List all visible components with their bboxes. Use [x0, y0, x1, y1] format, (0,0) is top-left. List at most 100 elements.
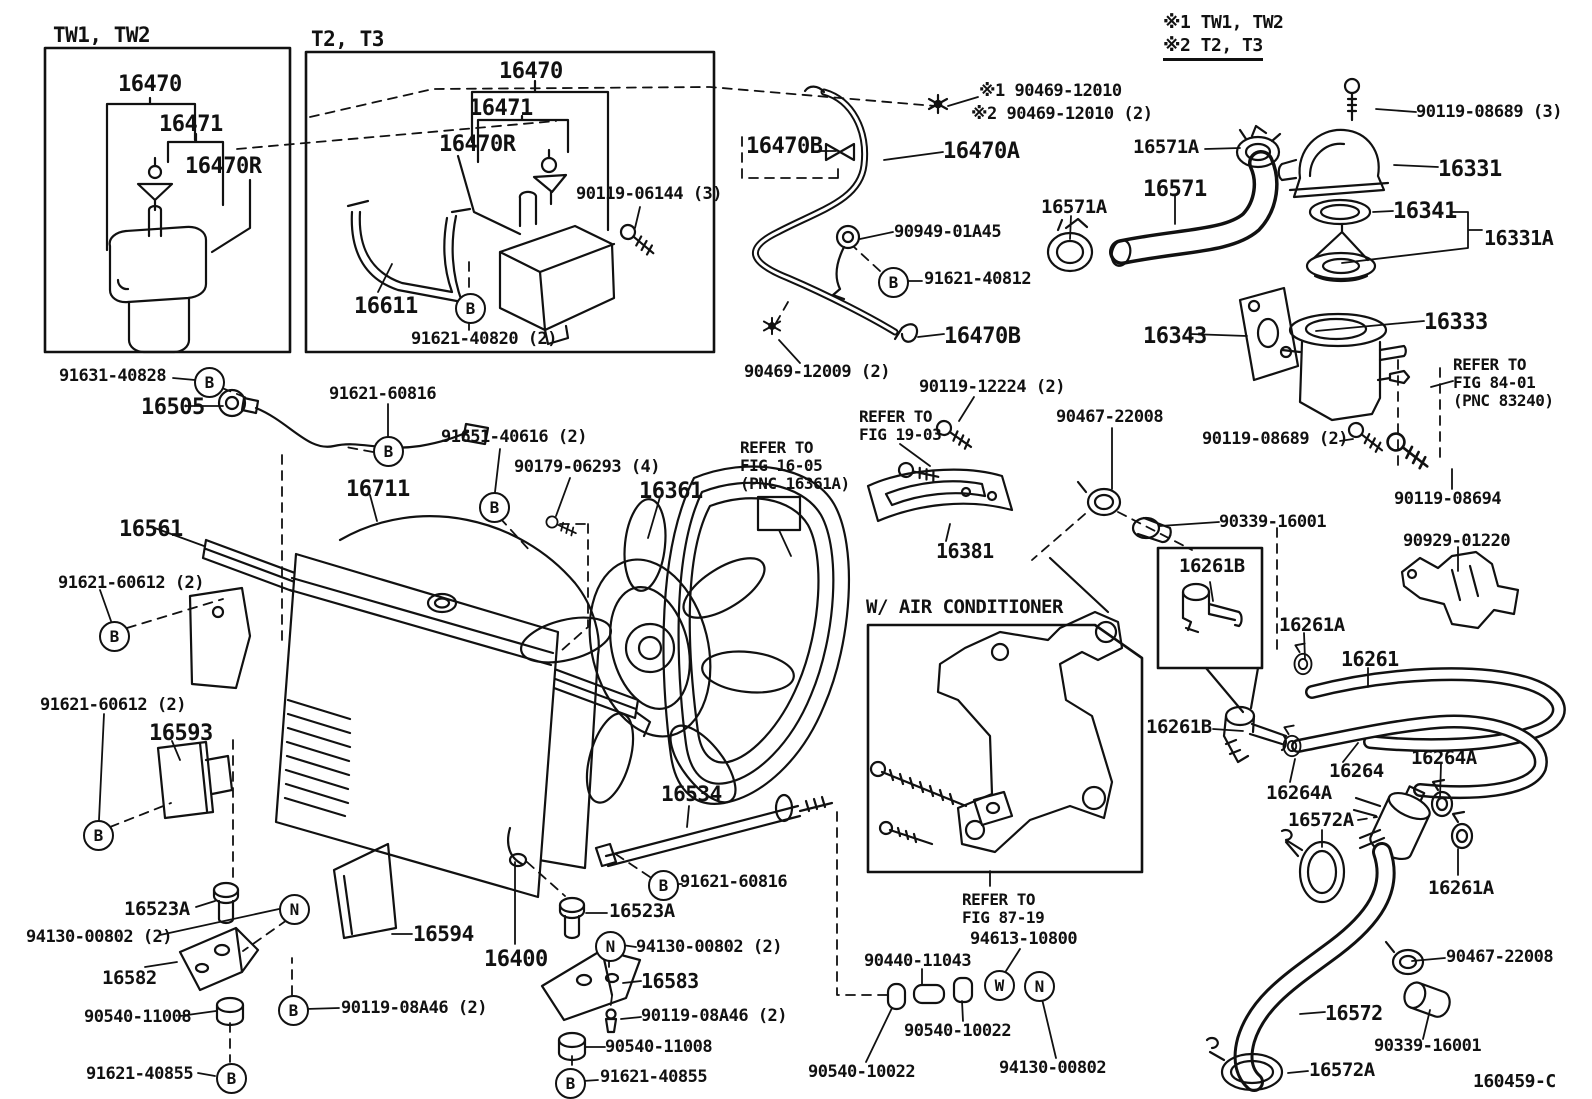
refer-8401: REFER TO FIG 84-01 (PNC 83240) — [1453, 355, 1554, 410]
p-90929-01220: 90929-01220 — [1403, 531, 1511, 551]
callout-circle-n-11: N — [595, 931, 626, 962]
box2-16470R: 16470R — [439, 132, 516, 157]
box2-16471: 16471 — [469, 96, 533, 121]
callout-circle-b-12: B — [555, 1068, 586, 1099]
p-90467-22008-b: 90467-22008 — [1446, 947, 1554, 967]
p-16523A-l: 16523A — [124, 898, 190, 920]
p-90119-08A46-a: 90119-08A46 (2) — [341, 998, 488, 1018]
p-16331: 16331 — [1438, 157, 1502, 182]
p-94130-00802-c: 94130-00802 — [999, 1058, 1107, 1078]
p-91621-40820: 91621-40820 (2) — [411, 329, 558, 349]
box1-title: TW1, TW2 — [53, 23, 151, 47]
callout-circle-b-5: B — [99, 621, 130, 652]
p-90467-22008-t: 90467-22008 — [1056, 407, 1164, 427]
callout-circle-n-7: N — [279, 894, 310, 925]
p-90339-16001-b: 90339-16001 — [1374, 1036, 1482, 1056]
p-90119-08694: 90119-08694 — [1394, 489, 1502, 509]
callout-circle-b-6: B — [83, 820, 114, 851]
box2-title: T2, T3 — [311, 27, 384, 51]
thermostat-group-drawing — [1238, 77, 1434, 475]
refer-1903: REFER TO FIG 19-03 — [859, 407, 942, 444]
p-16400: 16400 — [484, 947, 548, 972]
p-90119-08689-2: 90119-08689 (2) — [1202, 429, 1349, 449]
callout-circle-b-0: B — [194, 367, 225, 398]
p-16264: 16264 — [1329, 760, 1384, 782]
p-16534: 16534 — [661, 782, 722, 806]
p-16264A-r: 16264A — [1411, 747, 1477, 769]
p-16381: 16381 — [936, 539, 994, 563]
p-91621-60816-t: 91621-60816 — [329, 384, 437, 404]
p-16261A-t: 16261A — [1279, 614, 1345, 636]
p-16470A: 16470A — [943, 139, 1020, 164]
box2-16470: 16470 — [499, 59, 563, 84]
refer-1605: REFER TO FIG 16-05 (PNC 16361A) — [740, 438, 850, 493]
box-t2-t3-drawing — [304, 50, 716, 354]
p-16261A-b: 16261A — [1428, 877, 1494, 899]
p-16261B-l: 16261B — [1146, 716, 1212, 738]
p-16594: 16594 — [413, 922, 474, 946]
callout-circle-w-13: W — [984, 970, 1015, 1001]
p-16583: 16583 — [641, 969, 699, 993]
heater-hoses-group-drawing — [1131, 516, 1566, 1092]
legend-2: ※2 T2, T3 — [1163, 35, 1263, 62]
callout-circle-b-2: B — [479, 492, 510, 523]
p-91621-60612-b: 91621-60612 (2) — [40, 695, 187, 715]
refer-8719: REFER TO FIG 87-19 — [962, 890, 1045, 927]
p-16571A-t: 16571A — [1133, 136, 1199, 158]
p-91621-60612-a: 91621-60612 (2) — [58, 573, 205, 593]
box1-16470R: 16470R — [185, 154, 262, 179]
p-16361: 16361 — [639, 479, 703, 504]
p-16571A-l: 16571A — [1041, 196, 1107, 218]
radiator-assembly-drawing — [156, 388, 851, 1062]
p-16523A-c: 16523A — [609, 900, 675, 922]
p-16470B-t: 16470B — [746, 134, 823, 159]
p-94130-00802-b: 94130-00802 (2) — [636, 937, 783, 957]
p-90540-11008-a: 90540-11008 — [84, 1007, 192, 1027]
p-16505: 16505 — [141, 395, 205, 420]
p-90540-10022-b: 90540-10022 — [808, 1062, 916, 1082]
callout-circle-b-3: B — [455, 293, 486, 324]
p-90119-06144: 90119-06144 (3) — [576, 184, 723, 204]
p-16611: 16611 — [354, 294, 418, 319]
p-90119-08A46-b: 90119-08A46 (2) — [641, 1006, 788, 1026]
bracket-16381-drawing — [866, 417, 1122, 523]
p-94130-00802-a: 94130-00802 (2) — [26, 927, 173, 947]
p-16711: 16711 — [346, 477, 410, 502]
p-90540-11008-b: 90540-11008 — [605, 1037, 713, 1057]
p-16261: 16261 — [1341, 647, 1399, 671]
p-16331A: 16331A — [1484, 226, 1554, 250]
legend-1: ※1 TW1, TW2 — [1163, 12, 1284, 33]
p-16470B-b: 16470B — [944, 324, 1021, 349]
p-94613-10800: 94613-10800 — [970, 929, 1078, 949]
callout-circle-n-14: N — [1024, 971, 1055, 1002]
leader-lines — [98, 96, 1483, 1082]
p-91651-40616: 91651-40616 (2) — [441, 427, 588, 447]
callout-circle-b-9: B — [216, 1063, 247, 1094]
p-90339-16001-t: 90339-16001 — [1219, 512, 1327, 532]
callout-circle-b-1: B — [373, 436, 404, 467]
p-16341: 16341 — [1393, 199, 1457, 224]
p-90119-08689-3: 90119-08689 (3) — [1416, 102, 1563, 122]
p-16593: 16593 — [149, 721, 213, 746]
callout-circle-b-10: B — [648, 870, 679, 901]
box1-16471: 16471 — [159, 112, 223, 137]
p-90540-10022-a: 90540-10022 — [904, 1021, 1012, 1041]
p-16261B-box: 16261B — [1179, 555, 1245, 577]
p-16561: 16561 — [119, 517, 183, 542]
note-90469-1: ※1 90469-12010 — [979, 81, 1122, 101]
p-16264A-l: 16264A — [1266, 782, 1332, 804]
dashed-lines — [109, 86, 1441, 1072]
ac-compressor-bracket-box-drawing — [866, 556, 1144, 1011]
p-16572A-t: 16572A — [1288, 809, 1354, 831]
p-16571: 16571 — [1143, 177, 1207, 202]
p-16343: 16343 — [1143, 324, 1207, 349]
p-90119-12224: 90119-12224 (2) — [919, 377, 1066, 397]
p-91621-40812: 91621-40812 — [924, 269, 1032, 289]
note-90469-2: ※2 90469-12010 (2) — [971, 104, 1153, 124]
box1-16470: 16470 — [118, 72, 182, 97]
p-90469-12009: 90469-12009 (2) — [744, 362, 891, 382]
